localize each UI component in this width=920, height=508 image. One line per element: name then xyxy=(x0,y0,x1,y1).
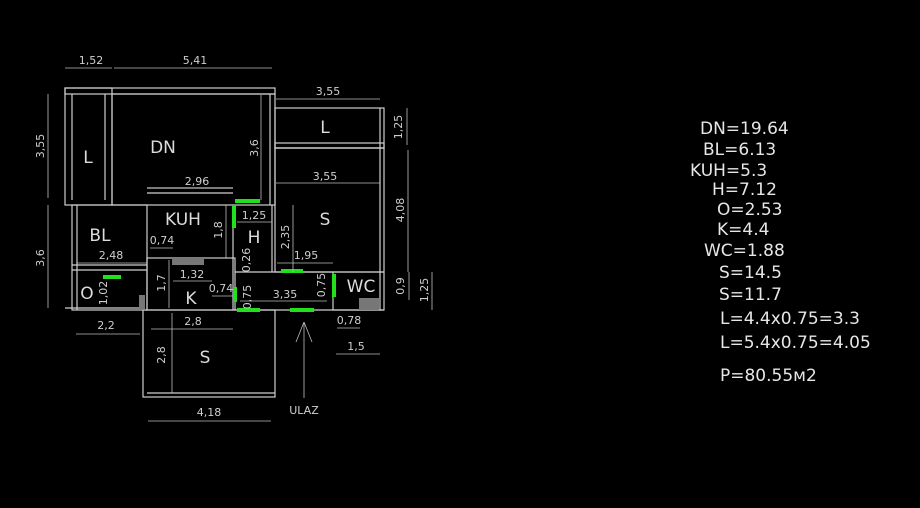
area-item: S=14.5 xyxy=(719,263,782,283)
dim-label: 1,25 xyxy=(418,278,431,303)
dimension-labels: 1,52 5,41 3,55 3,55 3,6 1,25 3,55 4,08 2… xyxy=(34,54,431,419)
dim-label: 5,41 xyxy=(183,54,208,67)
dim-label: 0,75 xyxy=(241,285,254,310)
dim-label: 3,55 xyxy=(313,170,338,183)
dim-label: 1,25 xyxy=(392,115,405,140)
dim-label: 0,78 xyxy=(337,314,362,327)
dim-label: 1,25 xyxy=(242,209,267,222)
doors xyxy=(103,199,336,312)
dim-label: 2,96 xyxy=(185,175,210,188)
dim-label: 1,7 xyxy=(155,274,168,292)
dim-label: 2,8 xyxy=(184,315,202,328)
dim-label: 2,8 xyxy=(155,346,168,364)
room-label: S xyxy=(200,348,211,368)
dimension-lines xyxy=(47,67,433,422)
dim-label: 2,2 xyxy=(97,319,115,332)
entrance-label: ULAZ xyxy=(289,404,319,417)
room-label: H xyxy=(248,228,261,248)
dim-label: 3,6 xyxy=(34,249,47,267)
total-area: P=80.55м2 xyxy=(720,366,817,386)
dim-label: 0,9 xyxy=(394,277,407,295)
area-item: L=4.4x0.75=3.3 xyxy=(720,309,860,329)
room-label: S xyxy=(320,210,331,230)
dim-label: 1,02 xyxy=(97,281,110,306)
dim-label: 1,52 xyxy=(79,54,104,67)
dim-label: 2,35 xyxy=(279,225,292,250)
walls xyxy=(64,87,385,398)
area-item: H=7.12 xyxy=(712,180,777,200)
room-label: L xyxy=(320,118,330,138)
room-labels: L DN L KUH S H BL WC O K S xyxy=(80,118,375,368)
dim-label: 4,18 xyxy=(197,406,222,419)
area-item: K=4.4 xyxy=(717,220,769,240)
dim-label: 0,26 xyxy=(240,248,253,273)
dim-label: 1,95 xyxy=(294,249,319,262)
room-label: WC xyxy=(347,277,376,297)
dim-label: 0,75 xyxy=(315,273,328,298)
dim-label: 3,35 xyxy=(273,288,298,301)
dim-label: 1,32 xyxy=(180,268,205,281)
area-item: L=5.4x0.75=4.05 xyxy=(720,333,871,353)
dim-label: 0,74 xyxy=(209,282,234,295)
room-label: K xyxy=(185,289,197,309)
dim-label: 0,74 xyxy=(150,234,175,247)
room-label: DN xyxy=(150,138,176,158)
entrance-arrow-icon xyxy=(295,321,313,398)
dim-label: 1,8 xyxy=(212,221,225,239)
area-item: BL=6.13 xyxy=(703,140,776,160)
area-item: O=2.53 xyxy=(717,200,782,220)
room-label: L xyxy=(83,148,93,168)
area-item: S=11.7 xyxy=(719,285,782,305)
dim-label: 4,08 xyxy=(394,198,407,223)
area-item: DN=19.64 xyxy=(700,119,789,139)
room-label: O xyxy=(80,284,93,304)
dim-label: 2,48 xyxy=(99,249,124,262)
room-label: BL xyxy=(89,226,111,246)
dim-label: 3,6 xyxy=(248,139,261,157)
dim-label: 3,55 xyxy=(316,85,341,98)
room-label: KUH xyxy=(165,210,201,230)
area-item: KUH=5.3 xyxy=(690,161,767,181)
dim-label: 3,55 xyxy=(34,134,47,159)
area-item: WC=1.88 xyxy=(704,241,785,261)
dim-label: 1,5 xyxy=(347,340,365,353)
area-list: DN=19.64 BL=6.13 KUH=5.3 H=7.12 O=2.53 K… xyxy=(690,119,871,386)
